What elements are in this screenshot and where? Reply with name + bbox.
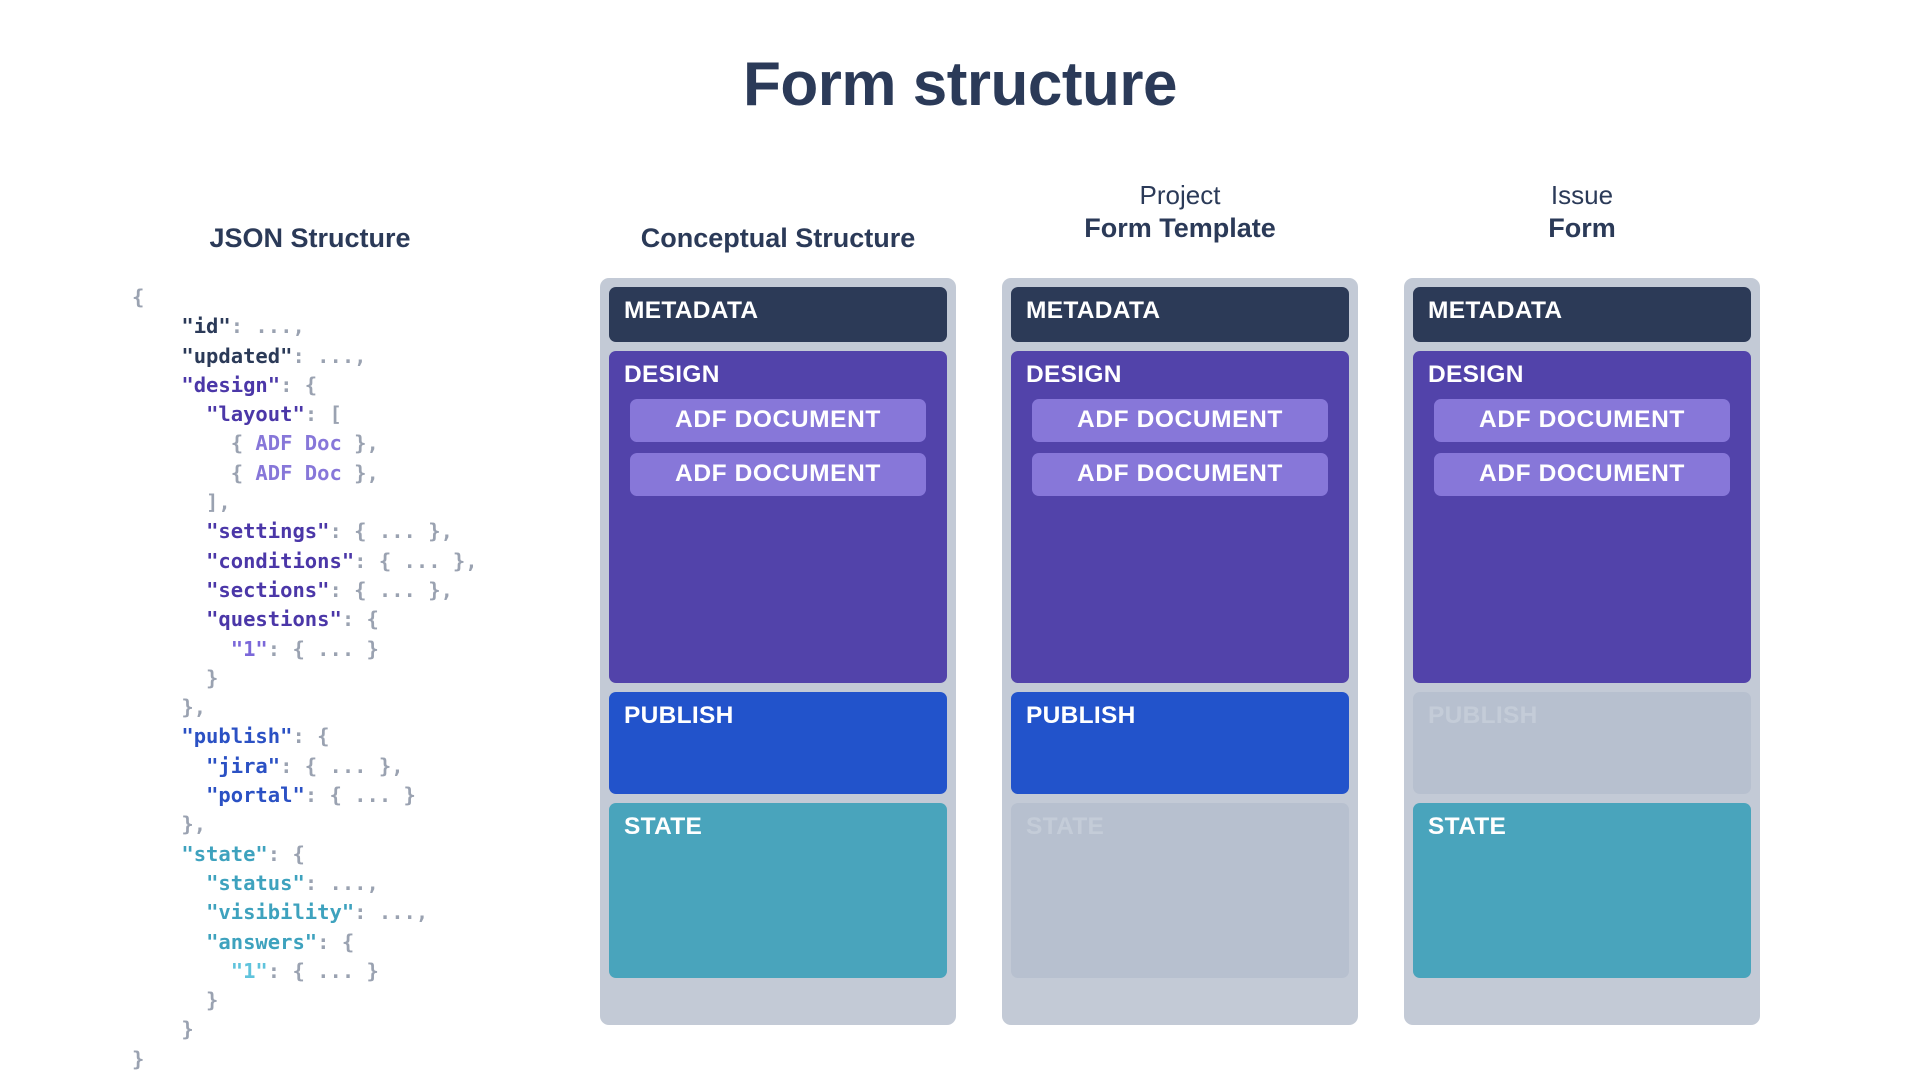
json-line: "conditions": { ... }, [206,548,478,573]
json-line: "status": ..., [206,870,379,895]
json-line: ], [132,490,231,515]
json-line: "id": ..., [181,314,305,339]
column-heading-main: Conceptual Structure [640,223,916,253]
json-line: "updated": ..., [181,343,367,368]
band-label: METADATA [1026,297,1161,324]
json-line: } [132,988,219,1013]
json-structure-code: { "id": ..., "updated": ..., "design": {… [132,283,478,1074]
adf-document-pill: ADF DOCUMENT [1032,398,1328,442]
json-line: "design": { [181,372,318,397]
json-line: "questions": { [206,607,379,632]
json-line: "1": { ... } [230,958,379,983]
json-line: "jira": { ... }, [206,753,404,778]
json-line: "state": { [181,841,305,866]
band-label: DESIGN [624,361,720,388]
band-publish: PUBLISH [1011,692,1349,794]
band-publish: PUBLISH [609,692,947,794]
band-publish-disabled: PUBLISH [1413,692,1751,794]
adf-document-pill: ADF DOCUMENT [1434,398,1730,442]
band-state: STATE [609,803,947,978]
band-metadata: METADATA [1413,287,1751,342]
json-line: "1": { ... } [230,636,379,661]
adf-document-label: ADF DOCUMENT [1077,405,1283,433]
json-line: } [132,665,219,690]
column-heading-superscript: Project [1139,180,1221,210]
band-design: DESIGN ADF DOCUMENT ADF DOCUMENT [1011,351,1349,683]
adf-document-label: ADF DOCUMENT [1077,459,1283,487]
json-line: "layout": [ [206,402,342,427]
band-state: STATE [1413,803,1751,978]
json-line: "publish": { [181,724,330,749]
adf-document-pill: ADF DOCUMENT [1032,452,1328,496]
json-line: "sections": { ... }, [206,577,453,602]
band-label: PUBLISH [1428,702,1538,729]
column-heading-json-structure: JSON Structure [100,222,520,255]
band-label: METADATA [1428,297,1563,324]
json-line: "answers": { [206,929,355,954]
adf-document-label: ADF DOCUMENT [1479,459,1685,487]
column-heading-main: Form [1548,212,1616,243]
adf-document-pill: ADF DOCUMENT [630,398,926,442]
card-conceptual-structure: METADATA DESIGN ADF DOCUMENT ADF DOCUMEN… [600,278,956,1025]
column-heading-conceptual-structure: Conceptual Structure [600,222,956,255]
band-label: DESIGN [1026,361,1122,388]
band-label: STATE [1428,813,1507,840]
json-line: } [132,1017,194,1042]
band-label: PUBLISH [1026,702,1136,729]
band-design: DESIGN ADF DOCUMENT ADF DOCUMENT [1413,351,1751,683]
adf-document-pill: ADF DOCUMENT [1434,452,1730,496]
band-label: METADATA [624,297,759,324]
json-line: { ADF Doc }, [132,460,379,485]
band-label: PUBLISH [624,702,734,729]
json-line: "settings": { ... }, [206,519,453,544]
adf-document-pill: ADF DOCUMENT [630,452,926,496]
column-heading-main: JSON Structure [209,223,411,253]
band-metadata: METADATA [609,287,947,342]
json-line: } [132,1046,145,1071]
json-line: "portal": { ... } [206,783,416,808]
band-label: STATE [624,813,703,840]
page-title: Form structure [743,50,1177,119]
json-line: }, [132,695,207,720]
band-metadata: METADATA [1011,287,1349,342]
column-heading-main: Form Template [1084,212,1276,243]
adf-document-label: ADF DOCUMENT [675,459,881,487]
band-label: STATE [1026,813,1105,840]
card-project-form-template: METADATA DESIGN ADF DOCUMENT ADF DOCUMEN… [1002,278,1358,1025]
json-line: { ADF Doc }, [132,431,379,456]
json-line: "visibility": ..., [206,900,429,925]
json-line: }, [132,812,207,837]
band-design: DESIGN ADF DOCUMENT ADF DOCUMENT [609,351,947,683]
adf-document-label: ADF DOCUMENT [675,405,881,433]
column-heading-issue-form: Issue Form [1404,180,1760,245]
column-heading-superscript: Issue [1550,180,1614,210]
band-label: DESIGN [1428,361,1524,388]
column-heading-project-form-template: Project Form Template [1002,180,1358,245]
adf-document-label: ADF DOCUMENT [1479,405,1685,433]
card-issue-form: METADATA DESIGN ADF DOCUMENT ADF DOCUMEN… [1404,278,1760,1025]
json-line: { [132,285,145,309]
band-state-disabled: STATE [1011,803,1349,978]
